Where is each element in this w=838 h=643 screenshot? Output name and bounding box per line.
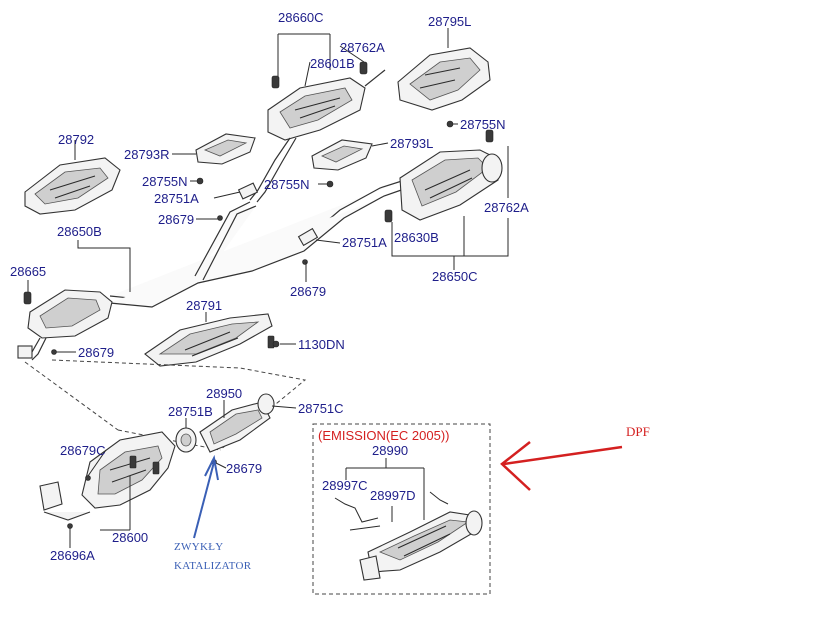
- label-28600: 28600: [112, 530, 148, 545]
- front-muffler-28650B: [17, 289, 113, 361]
- label-28679C: 28679C: [60, 443, 106, 458]
- label-28751C: 28751C: [298, 401, 344, 416]
- label-28650C: 28650C: [432, 269, 478, 284]
- label-28762A-top: 28762A: [340, 40, 385, 55]
- label-28755N-left: 28755N: [142, 174, 188, 189]
- leader-lines: [27, 28, 509, 548]
- label-28660C: 28660C: [278, 10, 324, 25]
- heat-shield-28792: [24, 157, 121, 215]
- label-28793R: 28793R: [124, 147, 170, 162]
- label-28751B: 28751B: [168, 404, 213, 419]
- label-28762A-right: 28762A: [484, 200, 529, 215]
- catalyst-label-line2: KATALIZATOR: [174, 560, 252, 572]
- rear-muffler-28650C: [384, 129, 503, 223]
- label-28997C: 28997C: [322, 478, 368, 493]
- label-28751A-mid: 28751A: [342, 235, 387, 250]
- label-28696A: 28696A: [50, 548, 95, 563]
- label-28791: 28791: [186, 298, 222, 313]
- heat-shield-28795L: [397, 47, 491, 111]
- catalyst-annotation: ZWYKŁY KATALIZATOR: [174, 454, 252, 572]
- bracket-28793L: [311, 139, 373, 171]
- label-28601B: 28601B: [310, 56, 355, 71]
- label-28795L: 28795L: [428, 14, 471, 29]
- label-28950: 28950: [206, 386, 242, 401]
- label-28793L: 28793L: [390, 136, 433, 151]
- main-pipe: [109, 179, 408, 308]
- label-28679-upper: 28679: [158, 212, 194, 227]
- heat-shield-28791: [144, 313, 275, 367]
- center-muffler-28660C: [249, 61, 386, 203]
- part-labels: 28660C 28762A 28601B 28795L 28755N 28792…: [10, 10, 529, 563]
- label-28650B: 28650B: [57, 224, 102, 239]
- label-28990: 28990: [372, 443, 408, 458]
- catalyst-label-line1: ZWYKŁY: [174, 541, 223, 553]
- catalyst-28950: [175, 393, 275, 465]
- label-28792: 28792: [58, 132, 94, 147]
- label-28751A-upper: 28751A: [154, 191, 199, 206]
- label-28755N-mid: 28755N: [264, 177, 310, 192]
- label-28997D: 28997D: [370, 488, 416, 503]
- label-28679-left: 28679: [78, 345, 114, 360]
- label-1130DN: 1130DN: [298, 337, 345, 352]
- emission-box: (EMISSION(EC 2005)) 28990 28997C 28997D: [312, 423, 491, 595]
- bracket-28793R: [195, 133, 256, 165]
- dpf-annotation: DPF: [500, 424, 650, 491]
- dpf-label: DPF: [626, 424, 650, 439]
- bolt-1130DN: [272, 340, 280, 348]
- label-28665: 28665: [10, 264, 46, 279]
- emission-box-title: (EMISSION(EC 2005)): [318, 428, 449, 443]
- dpf-unit: [359, 510, 483, 581]
- label-28679-low: 28679: [226, 461, 262, 476]
- label-28755N-right: 28755N: [460, 117, 506, 132]
- label-28679-mid: 28679: [290, 284, 326, 299]
- label-28630B: 28630B: [394, 230, 439, 245]
